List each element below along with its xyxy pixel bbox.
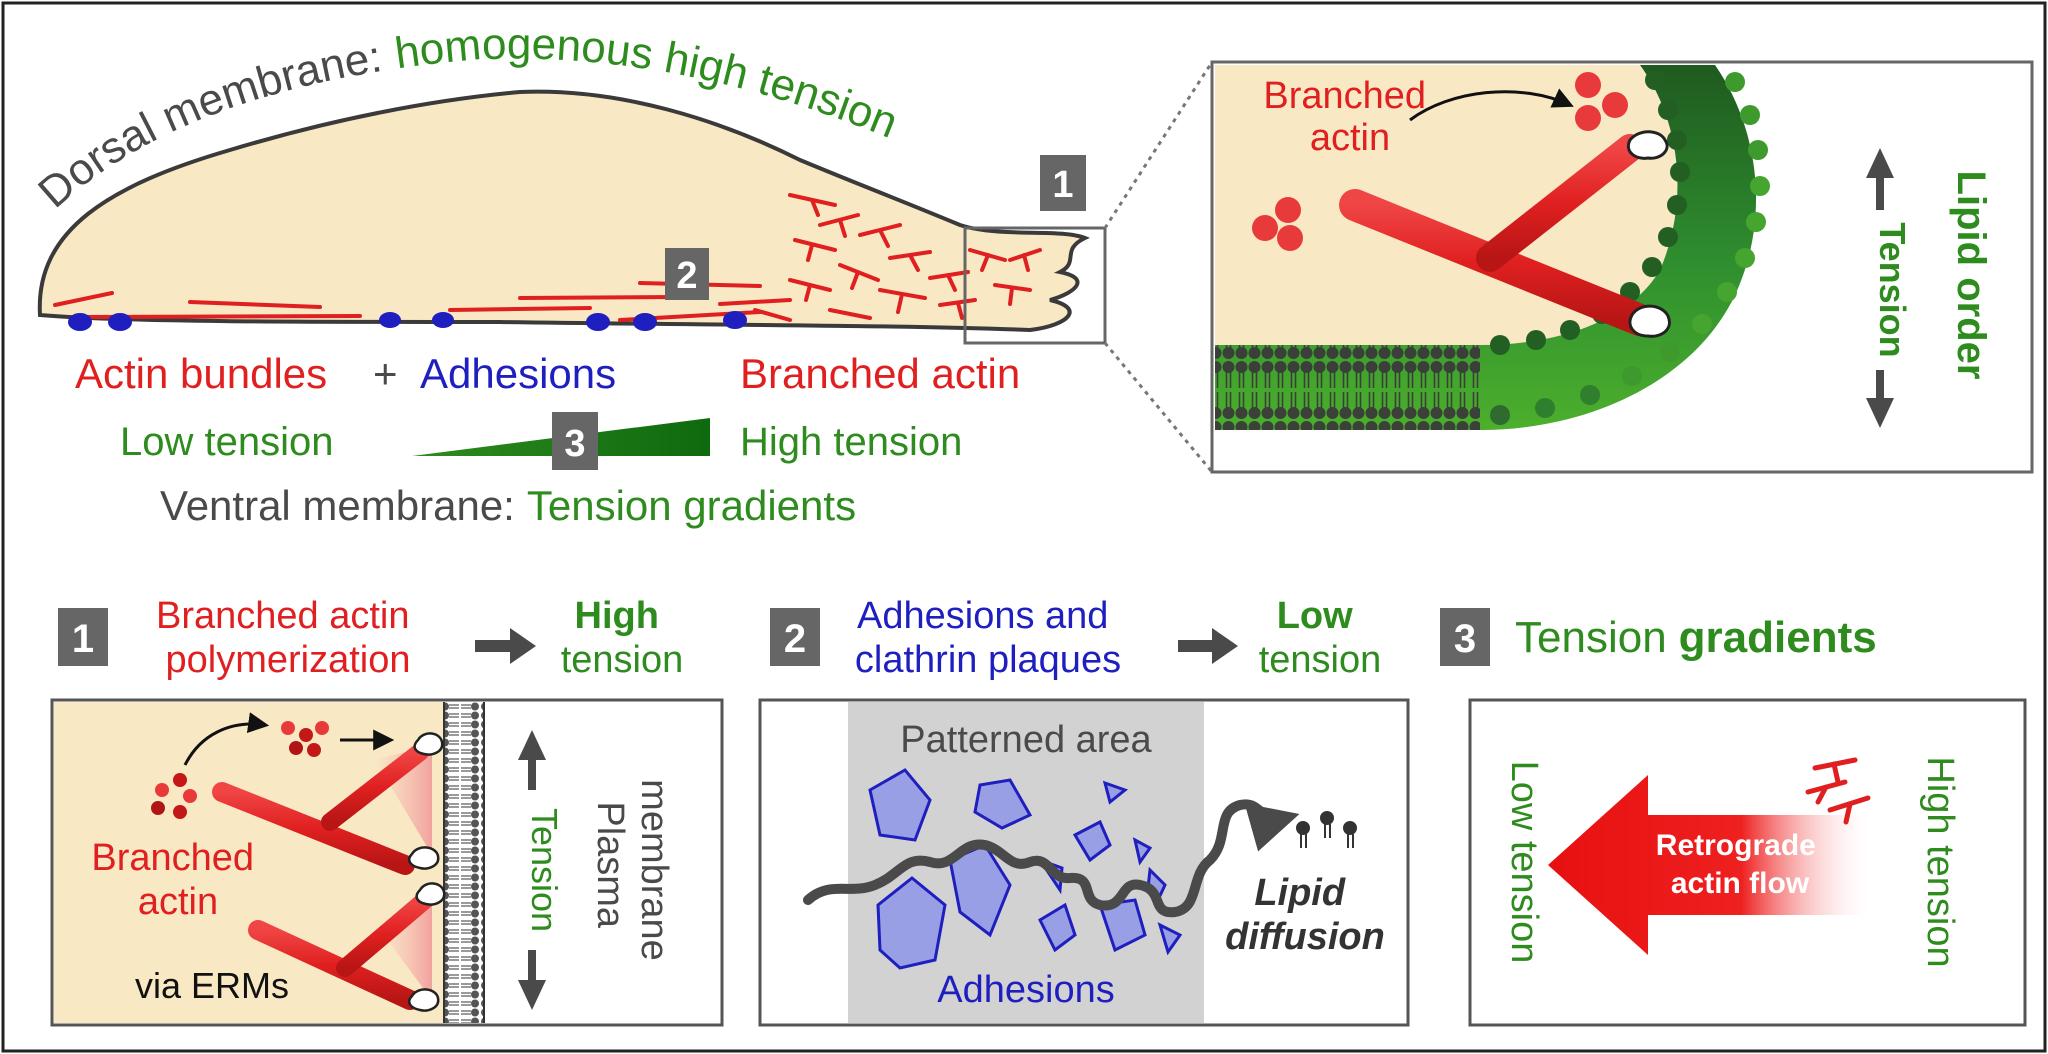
panel-3-branched-actin (1805, 757, 1871, 825)
adhesions (68, 311, 747, 331)
inset-arrow (1409, 88, 1574, 122)
panel-3-low-label: Low tension (1503, 761, 1545, 964)
panel-1-result-line1: High (575, 595, 659, 637)
panel-1-erms (408, 732, 446, 1012)
inset-branched-line1: Branched (1263, 75, 1426, 117)
cell-overview: 2 1 Dorsal membrane:homogenous high tens… (29, 20, 1214, 529)
panel-1-actin-rods (212, 743, 434, 1010)
marker-2-box (665, 248, 709, 300)
panel-1-title-line2: polymerization (166, 639, 411, 681)
panel-1-monomers (151, 721, 329, 819)
panel-1-branched-line2: actin (138, 881, 218, 923)
panel-2-result-line2: tension (1259, 639, 1382, 681)
lipid-diffusion-line1: Lipid (1254, 872, 1346, 914)
panel-2-title-line2: clathrin plaques (855, 639, 1121, 681)
adhesions-label: Adhesions (420, 350, 616, 397)
panel-1-membrane (444, 702, 484, 1023)
branched-actin-network (753, 193, 1042, 322)
panel-1-result: High tension (561, 595, 684, 681)
ventral-value-text: Tension gradients (527, 482, 856, 529)
actin-bundles-label: Actin bundles (75, 350, 327, 397)
inset-membrane-flat (1215, 345, 1480, 430)
panel-1-arrow-a (183, 712, 270, 766)
adhesion-polygons (868, 768, 1183, 970)
panel-1-force-wedge-2 (380, 890, 432, 1000)
panel-3-number: 3 (1454, 617, 1476, 661)
panel-1-plasma-line2: membrane (633, 779, 675, 961)
panel-1-title: Branched actin polymerization (156, 595, 420, 681)
panel-1-tension-label: Tension (524, 808, 565, 932)
patterned-area-label: Patterned area (900, 719, 1152, 761)
panel-1-via-erms: via ERMs (135, 965, 289, 1006)
inset-branched-line2: actin (1310, 117, 1390, 159)
panel-1-plasma-line1: Plasma (589, 801, 631, 929)
inset-monomers (1252, 72, 1628, 251)
panel-1-result-line2: tension (561, 639, 684, 681)
panel-2-title: Adhesions and clathrin plaques (855, 595, 1121, 681)
retrograde-flow-label: Retrograde actin flow (1656, 829, 1824, 900)
zoom-region-box (963, 226, 1107, 345)
marker-1-label: 1 (1052, 164, 1073, 206)
marker-1-box (1040, 155, 1086, 211)
panel-1-branched-line1: Branched (91, 837, 254, 879)
ventral-label-text: Ventral membrane: (160, 482, 515, 529)
inset-branched-actin (1339, 130, 1671, 338)
low-tension-label: Low tension (120, 420, 333, 464)
panel-2-arrow (1178, 628, 1238, 664)
panel-2-adhesions-label: Adhesions (937, 969, 1114, 1011)
marker-3-label: 3 (564, 423, 585, 465)
panel-3-number-box (1440, 608, 1490, 666)
panel-1-plasma-label: Plasma membrane (589, 779, 675, 961)
panel-2-number: 2 (784, 617, 806, 661)
marker-2-label: 2 (676, 255, 697, 297)
inset-tension-arrow (1862, 148, 1898, 428)
panel-1-number-box (58, 608, 108, 666)
inset-tension-label: Tension (1872, 222, 1913, 357)
panel-1-arrow (475, 628, 536, 664)
inset-erm-bottom (1628, 304, 1671, 338)
panel-2-title-line1: Adhesions and (857, 595, 1108, 637)
panel-1-number: 1 (72, 617, 94, 661)
panel-2-result-line1: Low (1277, 595, 1353, 637)
zoom-line-top (1103, 61, 1214, 229)
inset-branched-label: Branched actin (1263, 75, 1436, 159)
inset-membrane-curve (1215, 65, 1757, 430)
inset-lipid-heads (1490, 70, 1770, 425)
high-tension-label: High tension (740, 420, 962, 464)
zoom-inset: Branched actin Tension Lipid order (1210, 60, 2034, 474)
plus-label: + (373, 350, 398, 397)
retrograde-flow-line1: Retrograde (1656, 829, 1816, 862)
marker-3-box (552, 412, 598, 470)
panel-3-high-label: High tension (1919, 756, 1961, 967)
lipid-diffusion-path (803, 799, 1300, 918)
panel-2-result: Low tension (1259, 595, 1382, 681)
panel-3-title-a: Tension (1515, 613, 1667, 662)
panel-1-branched-label: Branched actin (91, 837, 264, 923)
inset-erm-top (1627, 130, 1669, 160)
zoom-line-bottom (1103, 342, 1214, 473)
panel-1-tension-arrow (514, 730, 550, 1010)
lipid-molecules (1296, 811, 1357, 848)
ventral-membrane-label: Ventral membrane: Tension gradients (160, 482, 856, 529)
panel-2: 2 Adhesions and clathrin plaques Low ten… (758, 595, 1410, 1027)
panel-1: 1 Branched actin polymerization High ten… (50, 595, 724, 1027)
panel-3-title-b: gradients (1679, 613, 1877, 662)
panel-1-title-line1: Branched actin (156, 595, 410, 637)
inset-lipid-order-label: Lipid order (1949, 171, 1993, 380)
branched-actin-label: Branched actin (740, 350, 1020, 397)
lipid-diffusion-label: Lipid diffusion (1225, 872, 1385, 958)
panel-2-number-box (770, 608, 820, 666)
retrograde-flow-line2: actin flow (1671, 867, 1810, 900)
lipid-diffusion-line2: diffusion (1225, 916, 1385, 958)
retrograde-flow-arrow (1548, 775, 1870, 955)
